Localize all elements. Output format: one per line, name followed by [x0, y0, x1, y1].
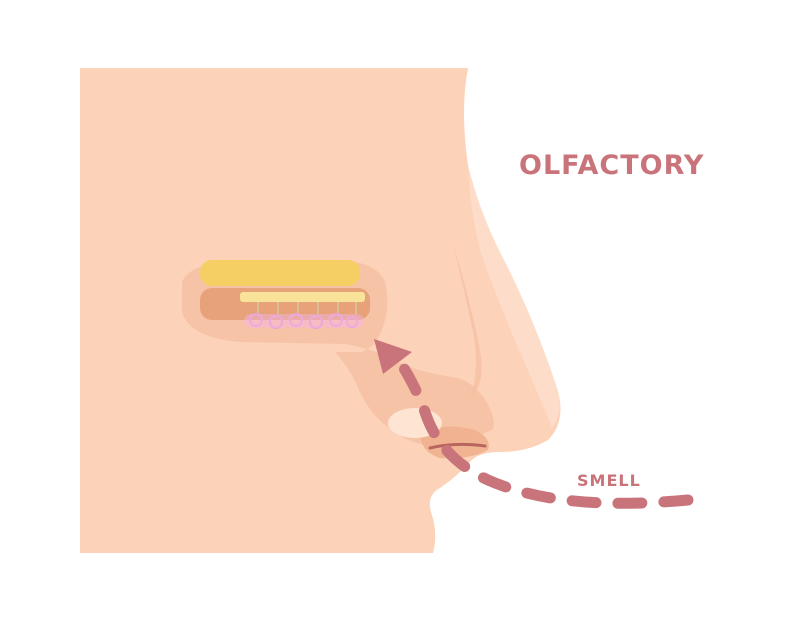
airflow-arrow-icon [374, 339, 694, 509]
airflow-arrowhead [374, 339, 412, 374]
nostril-opening [428, 442, 487, 450]
nose-highlight [468, 165, 560, 428]
smell-label: SMELL [577, 471, 641, 490]
diagram-title: OLFACTORY [519, 150, 705, 181]
olfactory-epithelium-icon [200, 260, 370, 329]
nose-ridge [452, 240, 482, 398]
